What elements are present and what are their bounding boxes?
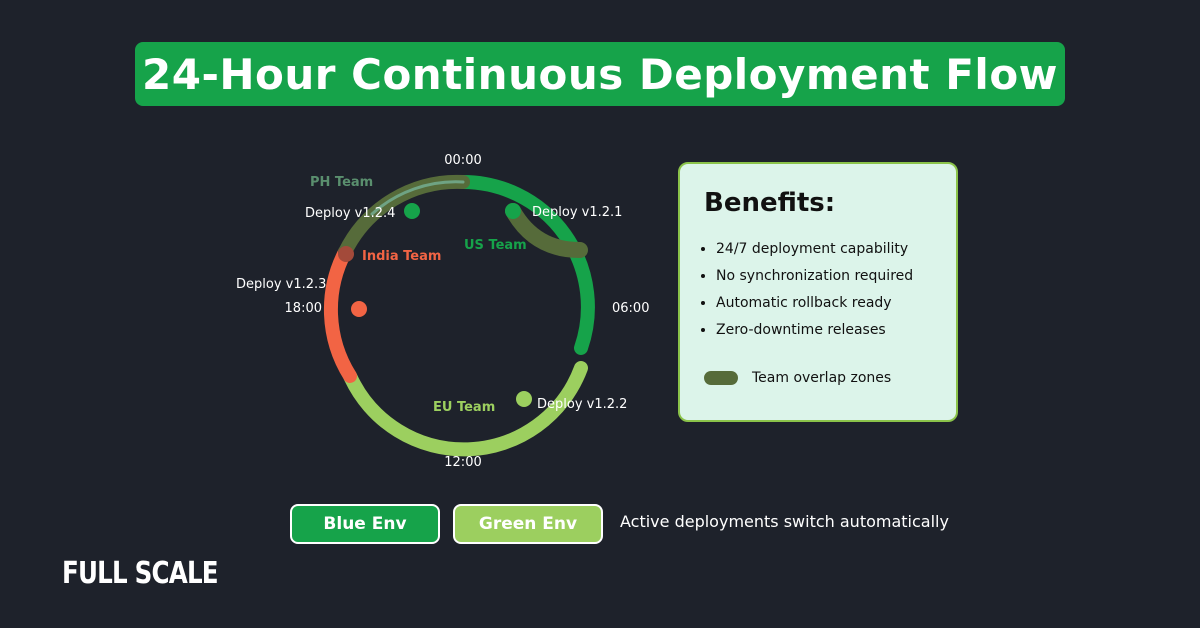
blue-env-button[interactable]: Blue Env [290, 504, 440, 544]
india-team-arc [323, 245, 357, 383]
full-scale-logo: FULL SCALE [62, 556, 219, 591]
team-label-eu: EU Team [433, 400, 495, 415]
deploy-dot-v124 [404, 203, 420, 219]
deploy-label-v122: Deploy v1.2.2 [537, 397, 627, 412]
time-label-1800: 18:00 [285, 301, 322, 316]
benefits-panel: Benefits: 24/7 deployment capability No … [678, 162, 958, 422]
benefits-heading: Benefits: [704, 188, 836, 218]
india-overlap-dot [338, 246, 354, 262]
deploy-label-v123: Deploy v1.2.3 [236, 277, 326, 292]
overlap-legend: Team overlap zones [704, 370, 891, 386]
us-team-arc [456, 175, 595, 355]
benefit-item: Zero-downtime releases [716, 317, 966, 344]
overlap-zone-us [505, 203, 588, 258]
benefits-list: 24/7 deployment capability No synchroniz… [700, 236, 966, 344]
deploy-dot-v121 [505, 203, 521, 219]
benefit-item: Automatic rollback ready [716, 290, 966, 317]
benefit-item: 24/7 deployment capability [716, 236, 966, 263]
deploy-dot-v122 [516, 391, 532, 407]
environment-note: Active deployments switch automatically [620, 512, 949, 531]
time-label-1200: 12:00 [444, 455, 481, 470]
overlap-swatch [704, 371, 738, 385]
deploy-label-v121: Deploy v1.2.1 [532, 205, 622, 220]
benefit-item: No synchronization required [716, 263, 966, 290]
time-label-0000: 00:00 [444, 153, 481, 168]
team-label-india: India Team [362, 249, 441, 264]
green-env-button[interactable]: Green Env [453, 504, 603, 544]
deploy-label-v124: Deploy v1.2.4 [305, 206, 395, 221]
ph-team-inner-arc [370, 180, 465, 216]
team-label-ph: PH Team [310, 175, 373, 190]
page-title: 24-Hour Continuous Deployment Flow [142, 49, 1058, 99]
time-label-0600: 06:00 [612, 301, 649, 316]
team-label-us: US Team [464, 238, 527, 253]
eu-team-arc [343, 361, 588, 457]
deploy-dot-v123 [351, 301, 367, 317]
overlap-legend-label: Team overlap zones [752, 370, 892, 386]
title-banner: 24-Hour Continuous Deployment Flow [135, 42, 1065, 106]
